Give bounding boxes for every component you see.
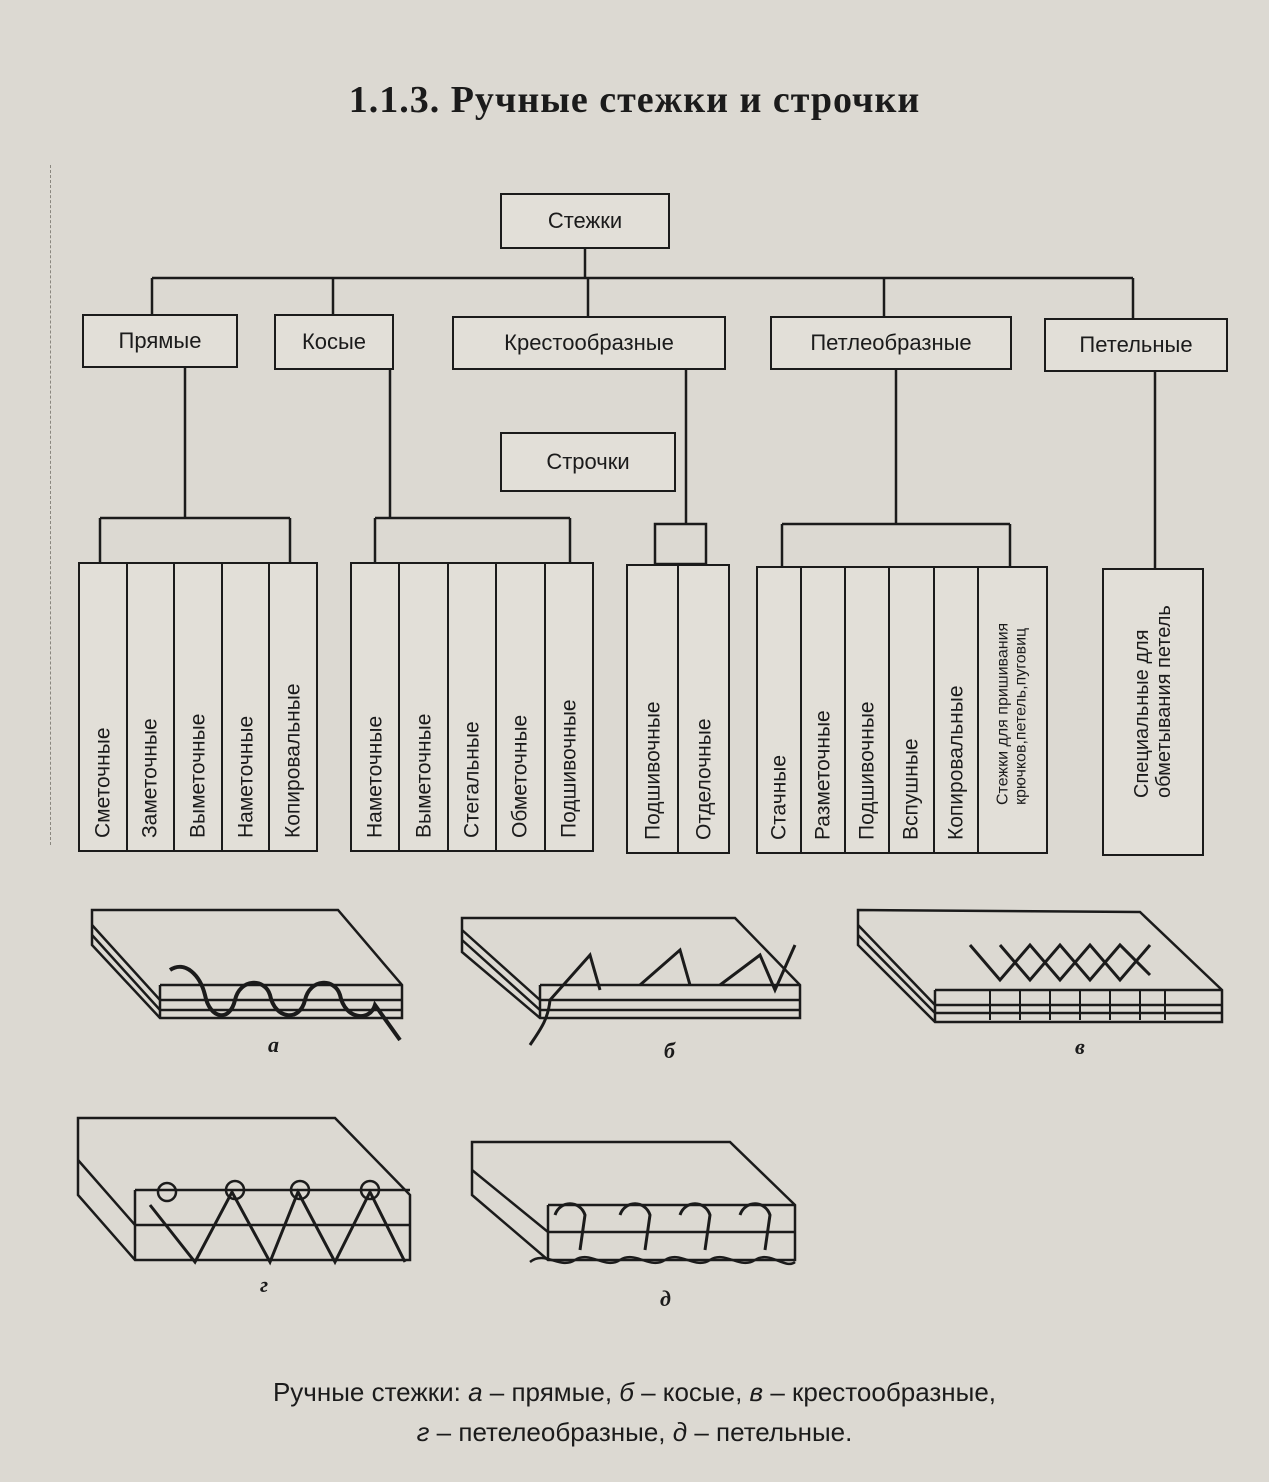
group-box-buttonhole: Петельные bbox=[1044, 318, 1228, 372]
leaf-cell: Стачные bbox=[758, 568, 803, 852]
leaf-group-cross: Подшивочные Отделочные bbox=[626, 564, 730, 854]
leaf-cell: Наметочные bbox=[352, 564, 401, 850]
leaf-cell: Обметочные bbox=[497, 564, 546, 850]
leaf-group-buttonhole: Специальные для обметывания петель bbox=[1102, 568, 1204, 856]
figure-letter-g: г bbox=[260, 1272, 269, 1297]
leaf-cell: Стегальные bbox=[449, 564, 498, 850]
stitch-figure-g bbox=[76, 1116, 412, 1266]
caption-text: – косые, bbox=[633, 1377, 750, 1407]
caption-letter: б bbox=[619, 1377, 634, 1407]
page-title: 1.1.3. Ручные стежки и строчки bbox=[348, 79, 921, 121]
group-box-cross: Крестообразные bbox=[452, 316, 726, 370]
stitch-figure-a bbox=[90, 908, 404, 1042]
caption-text: – крестообразные, bbox=[763, 1377, 997, 1407]
stitch-figure-b bbox=[460, 916, 802, 1046]
stitch-figure-d bbox=[470, 1140, 797, 1266]
leaf-group-loop: Стачные Разметочные Подшивочные Вспушные… bbox=[756, 566, 1048, 854]
leaf-cell: Сметочные bbox=[80, 564, 128, 850]
group-label: Прямые bbox=[118, 328, 202, 353]
leaf-cell: Выметочные bbox=[400, 564, 449, 850]
caption-prefix: Ручные стежки: bbox=[272, 1377, 469, 1407]
caption-letter: д bbox=[672, 1417, 688, 1447]
figure-letter-v: в bbox=[1075, 1034, 1085, 1059]
middle-box: Строчки bbox=[500, 432, 676, 492]
caption-text: – прямые, bbox=[482, 1377, 620, 1407]
caption-text: – петельные. bbox=[687, 1417, 853, 1447]
leaf-group-oblique: Наметочные Выметочные Стегальные Обметоч… bbox=[350, 562, 594, 852]
group-box-loop: Петлеобразные bbox=[770, 316, 1012, 370]
stitch-figure-v bbox=[856, 908, 1224, 1024]
leaf-cell: Выметочные bbox=[175, 564, 223, 850]
caption-text: – петелеобразные, bbox=[429, 1417, 673, 1447]
group-label: Крестообразные bbox=[504, 330, 674, 355]
group-label: Петлеобразные bbox=[810, 330, 972, 355]
leaf-cell: Наметочные bbox=[223, 564, 271, 850]
caption-letter: г bbox=[416, 1417, 430, 1447]
leaf-cell: Копировальные bbox=[935, 568, 979, 852]
leaf-cell: Вспушные bbox=[890, 568, 935, 852]
caption-letter: в bbox=[749, 1377, 764, 1407]
leaf-group-straight: Сметочные Заметочные Выметочные Наметочн… bbox=[78, 562, 318, 852]
figure-letter-b: б bbox=[664, 1038, 675, 1063]
caption-letter: а bbox=[468, 1377, 483, 1407]
middle-label: Строчки bbox=[546, 449, 630, 474]
root-box: Стежки bbox=[500, 193, 670, 249]
figure-letter-a: а bbox=[268, 1032, 279, 1057]
leaf-cell: Подшивочные bbox=[628, 566, 679, 852]
leaf-cell: Разметочные bbox=[802, 568, 847, 852]
figure-letter-d: д bbox=[660, 1286, 671, 1311]
root-label: Стежки bbox=[547, 208, 623, 233]
leaf-cell: Заметочные bbox=[128, 564, 176, 850]
group-label: Петельные bbox=[1079, 332, 1193, 357]
group-box-oblique: Косые bbox=[274, 314, 394, 370]
group-box-straight: Прямые bbox=[82, 314, 238, 368]
leaf-cell: Подшивочные bbox=[846, 568, 891, 852]
group-label: Косые bbox=[301, 329, 367, 354]
figure-caption: Ручные стежки: а – прямые, б – косые, в … bbox=[0, 1372, 1269, 1452]
